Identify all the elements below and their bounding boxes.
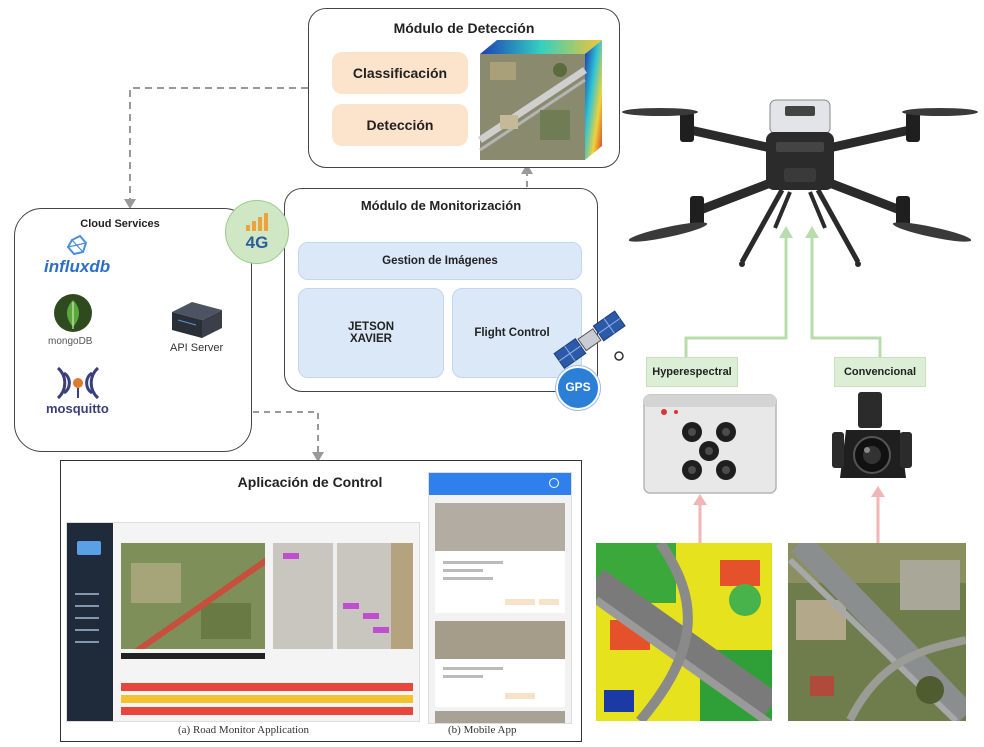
- mobile-app-header: [429, 473, 571, 495]
- road-monitor-sidebar: [67, 523, 113, 721]
- cloud-to-detection-connector: [129, 87, 310, 205]
- flight-control-box: Flight Control: [452, 288, 582, 378]
- conv-to-drone-connector: [810, 232, 882, 357]
- conv-arrowhead: [805, 226, 819, 238]
- mongodb-icon: [54, 294, 92, 332]
- jetson-label: JETSON: [347, 321, 394, 333]
- alert-bar-red-1: [121, 683, 413, 691]
- xavier-label: XAVIER: [350, 333, 392, 345]
- gps-badge: GPS: [556, 366, 600, 410]
- hyper-arrowhead: [779, 226, 793, 238]
- monitoring-module-title: Módulo de Monitorización: [360, 198, 522, 213]
- cloud-services-title: Cloud Services: [80, 218, 160, 230]
- mobile-card-2: [435, 621, 565, 707]
- cloud-arrowhead: [124, 199, 136, 209]
- alert-bar-yellow: [121, 695, 413, 703]
- classification-box: Classificación: [332, 52, 468, 94]
- mongodb-label: mongoDB: [48, 336, 93, 347]
- mobile-app-screenshot: [428, 472, 572, 724]
- control-app-title: Aplicación de Control: [237, 474, 383, 490]
- road-monitor-caption: (a) Road Monitor Application: [178, 724, 310, 736]
- mobile-search-icon: [549, 478, 559, 488]
- cloud-to-app-connector: [253, 411, 319, 458]
- detection-module-title: Módulo de Detección: [393, 20, 535, 36]
- mosquitto-label: mosquitto: [46, 401, 109, 416]
- app-arrowhead: [312, 452, 324, 462]
- detection-box: Detección: [332, 104, 468, 146]
- jetson-xavier-box: JETSON XAVIER: [298, 288, 444, 378]
- gps-label: GPS: [565, 380, 591, 394]
- road-monitor-detection-view: [273, 543, 413, 649]
- road-monitor-screenshot: [66, 522, 420, 722]
- mobile-card-1: [435, 503, 565, 613]
- conventional-label-box: Convencional: [834, 357, 926, 387]
- signal-bars-icon: [246, 213, 268, 231]
- api-server-label: API Server: [170, 342, 224, 354]
- mobile-app-caption: (b) Mobile App: [448, 724, 517, 736]
- hyper-image-arrowhead: [693, 494, 707, 505]
- road-monitor-map: [121, 543, 265, 649]
- hyperspectral-label-box: Hyperespectral: [646, 357, 738, 387]
- 4g-badge: 4G: [225, 200, 289, 264]
- 4g-label: 4G: [245, 233, 269, 252]
- image-management-box: Gestion de Imágenes: [298, 242, 582, 280]
- hyper-to-drone-connector: [684, 232, 788, 357]
- influxdb-label: influxdb: [44, 257, 111, 276]
- conv-image-arrowhead: [871, 486, 885, 497]
- alert-bar-red-2: [121, 707, 413, 715]
- detection-arrowhead: [521, 164, 533, 174]
